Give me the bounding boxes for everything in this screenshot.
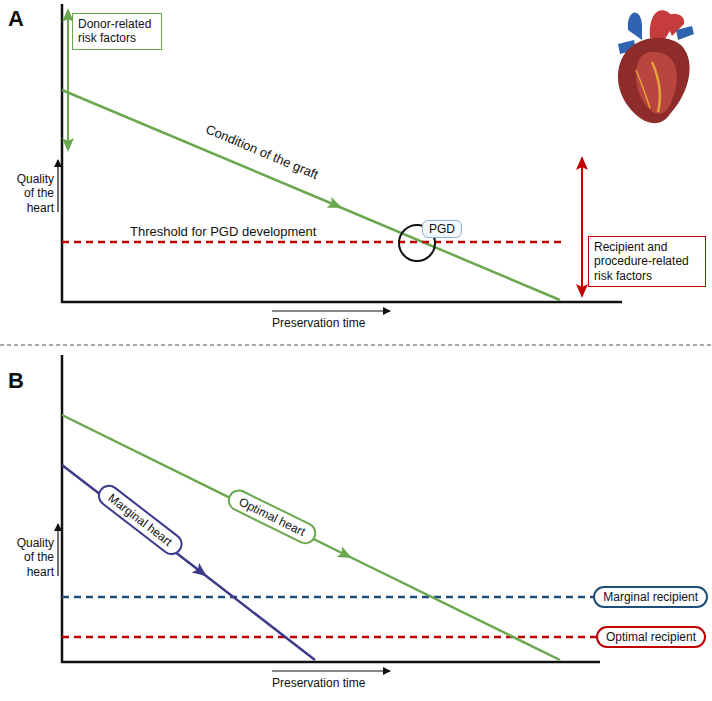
axis-arrow [272,310,390,311]
axes-b [62,355,600,662]
axis-title: Preservation time [272,316,365,330]
axis-title: Preservation time [272,676,365,690]
axis-arrow [272,670,390,671]
axis-arrow [57,160,58,212]
recipient-pill: Optimal recipient [596,626,706,648]
recipient-pill: Marginal recipient [593,586,708,608]
panel-letter: A [8,6,24,32]
heart-illustration [618,10,694,123]
threshold-line [62,596,598,599]
graft-line [62,90,340,207]
axis-title: Quality of the heart [6,172,54,215]
heart-pill: Marginal heart [93,480,186,559]
heart-pill: Optimal heart [224,486,320,548]
panel-letter: B [8,368,24,394]
node-text: Optimal recipient [606,630,696,644]
graft-line [201,572,315,660]
pgd-tag: PGD [422,220,462,238]
graft-line [346,555,560,660]
graft-line [336,206,560,301]
threshold-label: Threshold for PGD development [128,224,318,240]
risk-factor-box: Donor-related risk factors [72,13,162,50]
range-arrow [67,10,69,150]
panel-separator [0,344,712,345]
axis-title: Quality of the heart [6,536,54,579]
axis-arrow [57,524,58,576]
node-text: PGD [429,222,455,236]
node-text: Optimal heart [237,495,308,540]
node-text: Marginal recipient [603,590,698,604]
range-arrow [581,158,583,296]
node-text: Recipient and procedure-related risk fac… [594,240,700,283]
axes-a [62,4,622,302]
node-text: Donor-related risk factors [78,17,156,46]
threshold-line [62,241,565,244]
graft-line [62,465,205,575]
node-text: Marginal heart [105,491,175,549]
risk-factor-box: Recipient and procedure-related risk fac… [588,236,706,287]
